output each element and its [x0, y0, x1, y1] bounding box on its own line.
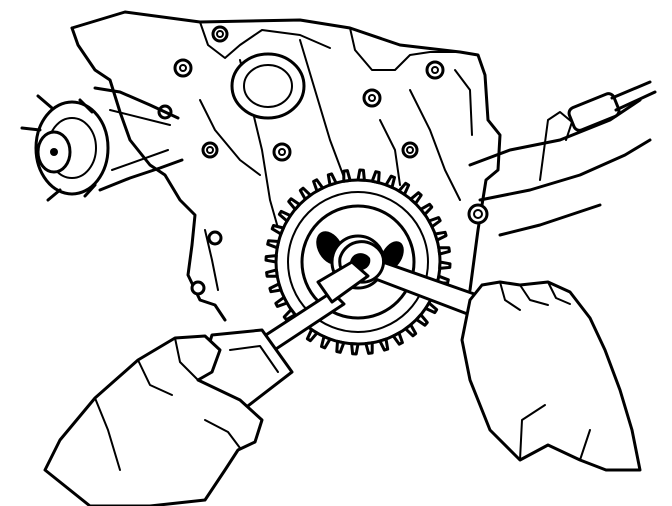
pulley-tooth: [404, 323, 418, 338]
pulley-tooth: [287, 197, 301, 211]
pulley-tooth: [364, 341, 374, 355]
pulley-tooth: [264, 254, 278, 264]
pulley-tooth: [409, 191, 423, 205]
pulley-tooth: [312, 178, 325, 193]
cover-bolt: [425, 60, 445, 80]
pulley-teeth: [264, 168, 452, 356]
cover-bolt: [272, 142, 292, 162]
cover-bolt: [173, 58, 193, 78]
pulley-tooth: [437, 246, 451, 256]
pulley-tooth: [270, 224, 285, 236]
pulley-tooth: [320, 335, 332, 350]
pulley-tooth: [326, 172, 338, 187]
pulley-tooth: [305, 328, 319, 343]
pulley-tooth: [438, 260, 452, 270]
pulley-tooth: [298, 186, 312, 201]
pulley-tooth: [433, 230, 448, 242]
pulley-tooth: [277, 209, 292, 223]
pulley-tooth: [265, 268, 279, 278]
cover-bolt: [190, 280, 206, 296]
pulley-tooth: [415, 313, 429, 327]
side-bracket: [468, 80, 657, 237]
cover-bolt: [207, 230, 223, 246]
cover-bolt: [362, 88, 382, 108]
pulley-tooth: [419, 202, 434, 216]
pulley-tooth: [427, 216, 442, 229]
oil-seal-boss: [230, 52, 306, 120]
pulley-tooth: [391, 331, 404, 346]
cover-bolt: [201, 141, 219, 159]
pulley-tooth: [350, 342, 360, 356]
water-pump-pulley: [20, 86, 184, 202]
pulley-tooth: [424, 301, 439, 315]
right-hand: [460, 280, 642, 472]
pulley-tooth: [268, 282, 283, 294]
pulley-tooth: [274, 295, 289, 308]
pulley-tooth: [356, 168, 366, 182]
pulley-tooth: [266, 239, 281, 250]
cover-bolt: [211, 25, 229, 43]
cover-bolt: [467, 203, 489, 225]
timing-cover: [70, 10, 657, 322]
pulley-tooth: [378, 337, 390, 352]
pulley-tooth: [335, 339, 346, 354]
pulley-tooth: [342, 169, 352, 183]
pulley-tooth: [370, 170, 381, 185]
cover-bolt: [401, 141, 419, 159]
left-hand: [43, 334, 264, 506]
pulley-tooth: [384, 174, 396, 189]
pulley-tooth: [397, 181, 411, 196]
